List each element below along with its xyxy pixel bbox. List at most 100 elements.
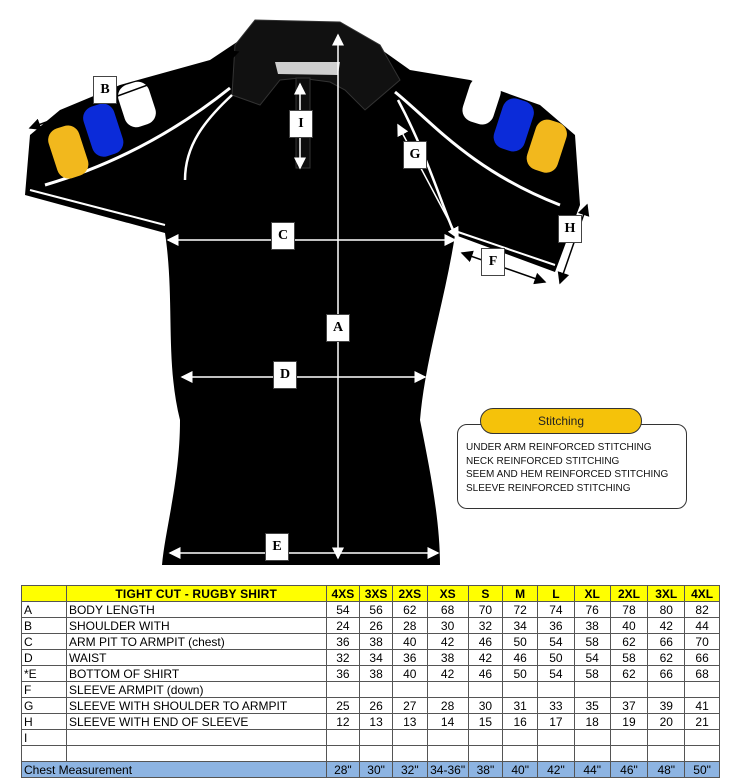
chest-value-cell: 48" (647, 761, 686, 778)
stitching-item: SLEEVE REINFORCED STITCHING (466, 482, 631, 494)
measure-label-c: C (271, 222, 295, 250)
value-cell (467, 745, 504, 762)
value-cell: 13 (391, 713, 428, 730)
value-cell: 66 (647, 665, 686, 682)
value-cell: 50 (502, 633, 539, 650)
line-h (557, 203, 590, 285)
value-cell (325, 729, 361, 746)
value-cell: 36 (537, 617, 575, 634)
measure-label-f: F (481, 248, 505, 276)
value-cell: 46 (467, 633, 504, 650)
row-name-cell (65, 729, 327, 746)
row-code-cell: *E (21, 665, 67, 682)
shirt-diagram: B I G C H F A D E (25, 19, 590, 565)
value-cell: 19 (609, 713, 649, 730)
size-header-cell: 2XL (609, 585, 649, 602)
value-cell (647, 729, 686, 746)
value-cell: 28 (391, 617, 428, 634)
value-cell: 38 (359, 665, 393, 682)
row-code-cell: H (21, 713, 67, 730)
value-cell (573, 729, 611, 746)
value-cell: 76 (573, 601, 611, 618)
row-code-cell: I (21, 729, 67, 746)
value-cell: 36 (325, 665, 361, 682)
value-cell: 40 (391, 665, 428, 682)
row-code-cell: D (21, 649, 67, 666)
value-cell (426, 745, 469, 762)
value-cell (537, 681, 575, 698)
value-cell (573, 745, 611, 762)
measure-label-g: G (403, 141, 427, 169)
value-cell: 21 (684, 713, 720, 730)
value-cell: 42 (647, 617, 686, 634)
value-cell (647, 745, 686, 762)
size-header-cell: M (502, 585, 539, 602)
chest-measurement-label: Chest Measurement (21, 761, 327, 778)
value-cell (609, 681, 649, 698)
value-cell: 56 (359, 601, 393, 618)
value-cell (391, 681, 428, 698)
rugby-shirt-illustration (25, 19, 590, 565)
value-cell (325, 745, 361, 762)
row-code-cell: A (21, 601, 67, 618)
chest-value-cell: 46" (609, 761, 649, 778)
measure-label-i: I (289, 110, 313, 138)
value-cell: 40 (391, 633, 428, 650)
size-header-cell: 3XL (647, 585, 686, 602)
value-cell: 46 (502, 649, 539, 666)
value-cell: 44 (684, 617, 720, 634)
value-cell: 32 (325, 649, 361, 666)
value-cell (647, 681, 686, 698)
stitching-item: SEEM AND HEM REINFORCED STITCHING (466, 469, 669, 480)
value-cell: 78 (609, 601, 649, 618)
row-name-cell: ARM PIT TO ARMPIT (chest) (65, 633, 327, 650)
value-cell: 62 (647, 649, 686, 666)
value-cell: 72 (502, 601, 539, 618)
value-cell (391, 729, 428, 746)
stitching-list: UNDER ARM REINFORCED STITCHING NECK REIN… (466, 441, 668, 495)
value-cell: 66 (647, 633, 686, 650)
value-cell: 12 (325, 713, 361, 730)
stitching-title: Stitching (480, 408, 642, 434)
value-cell: 42 (426, 665, 469, 682)
size-header-cell: XL (573, 585, 611, 602)
row-name-cell: BOTTOM OF SHIRT (65, 665, 327, 682)
value-cell: 68 (426, 601, 469, 618)
measure-label-h: H (558, 215, 582, 243)
value-cell (684, 681, 720, 698)
size-header-cell: S (467, 585, 504, 602)
value-cell: 38 (573, 617, 611, 634)
value-cell (467, 729, 504, 746)
value-cell: 20 (647, 713, 686, 730)
value-cell (684, 745, 720, 762)
value-cell: 17 (537, 713, 575, 730)
measure-label-a: A (326, 314, 350, 342)
measure-label-b: B (93, 76, 117, 104)
value-cell: 62 (609, 633, 649, 650)
value-cell: 42 (467, 649, 504, 666)
table-row (21, 745, 720, 762)
chest-value-cell: 42" (537, 761, 575, 778)
value-cell: 68 (684, 665, 720, 682)
value-cell (573, 681, 611, 698)
value-cell: 54 (325, 601, 361, 618)
size-header-cell: 4XL (684, 585, 720, 602)
row-name-cell: BODY LENGTH (65, 601, 327, 618)
chest-value-cell: 40" (502, 761, 539, 778)
value-cell: 25 (325, 697, 361, 714)
row-name-cell: WAIST (65, 649, 327, 666)
value-cell (609, 745, 649, 762)
value-cell: 42 (426, 633, 469, 650)
value-cell: 34 (359, 649, 393, 666)
chest-value-cell: 34-36" (426, 761, 469, 778)
value-cell: 58 (573, 633, 611, 650)
cuff-left (29, 189, 166, 226)
value-cell: 80 (647, 601, 686, 618)
value-cell: 28 (426, 697, 469, 714)
